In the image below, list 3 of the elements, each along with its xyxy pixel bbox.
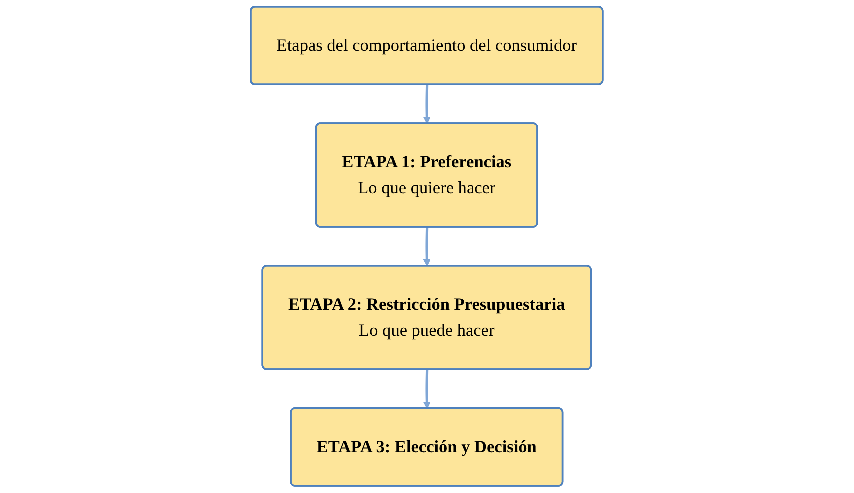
arrow [423,370,432,410]
arrow [423,227,432,267]
arrow [423,85,432,124]
